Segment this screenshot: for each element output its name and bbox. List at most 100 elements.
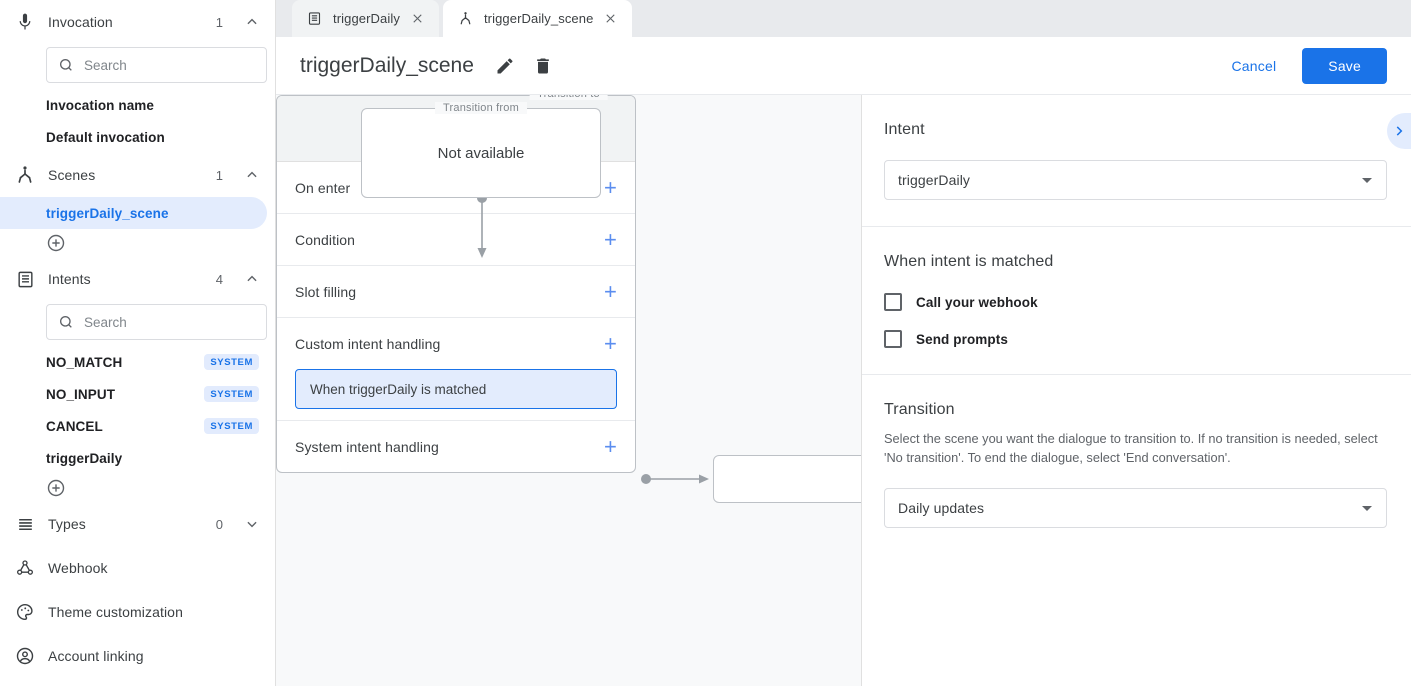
transition-target-node[interactable]: Tr Dail [713, 455, 861, 503]
checkbox-icon[interactable] [884, 330, 902, 348]
chevron-down-icon[interactable] [245, 517, 259, 531]
sidebar-item-theme-customization[interactable]: Theme customization [0, 590, 275, 634]
scene-row-header: System intent handling + [295, 421, 617, 472]
add-custom-intent-icon[interactable]: + [604, 330, 617, 356]
chevron-right-icon[interactable] [1387, 113, 1411, 149]
sidebar-section-count: 4 [215, 271, 223, 287]
add-on-enter-icon[interactable]: + [604, 174, 617, 200]
sidebar-section-intents[interactable]: Intents 4 [0, 257, 275, 301]
transition-from-text: Not available [437, 144, 525, 162]
call-your-webhook-checkbox-row[interactable]: Call your webhook [884, 293, 1387, 311]
intents-search-wrap [0, 301, 275, 346]
scene-row-on-enter: On enter + [277, 162, 635, 214]
sidebar-item-cancel[interactable]: CANCEL SYSTEM [0, 410, 275, 442]
transition-block: Transition Select the scene you want the… [862, 375, 1411, 554]
when-intent-matched-block: When intent is matched Call your webhook… [862, 227, 1411, 375]
sidebar-section-label: Intents [48, 271, 91, 287]
status-badge: SYSTEM [204, 386, 259, 402]
status-badge: SYSTEM [204, 354, 259, 370]
invocation-search-input[interactable] [84, 57, 255, 73]
save-button[interactable]: Save [1302, 47, 1387, 84]
tab-bar: triggerDaily triggerDaily_scene [276, 0, 1411, 37]
add-scene-icon[interactable] [46, 233, 66, 253]
chevron-up-icon[interactable] [245, 15, 259, 29]
sidebar-section-types[interactable]: Types 0 [0, 502, 275, 546]
scene-icon [14, 164, 36, 186]
scene-row-label: Slot filling [295, 283, 357, 300]
sidebar-item-default-invocation[interactable]: Default invocation [0, 121, 275, 153]
sidebar-item-triggerdaily-scene[interactable]: triggerDaily_scene [0, 197, 267, 229]
sidebar-item-triggerdaily[interactable]: triggerDaily [0, 442, 275, 474]
transition-target-text: Dail [714, 456, 861, 502]
scene-row-header: Condition + [295, 214, 617, 265]
transition-select-value: Daily updates [898, 500, 985, 517]
scene-row-system-intent-handling: System intent handling + [277, 421, 635, 472]
intent-handler-chip[interactable]: When triggerDaily is matched [295, 369, 617, 409]
intent-tab-icon [307, 11, 323, 27]
sidebar-item-no-match[interactable]: NO_MATCH SYSTEM [0, 346, 275, 378]
scene-row-custom-intent-handling: Custom intent handling + When triggerDai… [277, 318, 635, 421]
close-icon[interactable] [603, 11, 618, 26]
scene-row-label: On enter [295, 179, 351, 196]
scene-row-condition: Condition + [277, 214, 635, 266]
chevron-up-icon[interactable] [245, 168, 259, 182]
webhook-icon [14, 557, 36, 579]
sidebar-section-label: Types [48, 516, 86, 532]
add-intent-icon[interactable] [46, 478, 66, 498]
intent-select-value: triggerDaily [898, 172, 970, 188]
trash-icon[interactable] [533, 56, 553, 76]
scene-row-header: Custom intent handling + [295, 318, 617, 369]
when-intent-matched-heading: When intent is matched [884, 253, 1054, 270]
sidebar-item-label: Default invocation [46, 129, 165, 145]
invocation-search-box[interactable] [46, 47, 267, 83]
intent-block: Intent triggerDaily [862, 95, 1411, 227]
sidebar-section-label: Invocation [48, 14, 113, 30]
scene-graph-canvas[interactable]: Transition from Not available Transition… [276, 95, 862, 686]
chevron-up-icon[interactable] [245, 272, 259, 286]
transition-select[interactable]: Daily updates [884, 488, 1387, 529]
cancel-button[interactable]: Cancel [1222, 50, 1287, 82]
invocation-search-wrap [0, 44, 275, 89]
add-condition-icon[interactable]: + [604, 226, 617, 252]
close-icon[interactable] [410, 11, 425, 26]
page-title: triggerDaily_scene [300, 53, 474, 77]
sidebar-item-webhook[interactable]: Webhook [0, 546, 275, 590]
intents-search-box[interactable] [46, 304, 267, 340]
account-circle-icon [14, 645, 36, 667]
send-prompts-checkbox-row[interactable]: Send prompts [884, 330, 1387, 348]
content-body: Transition from Not available Transition… [276, 95, 1411, 686]
sidebar-section-count: 1 [215, 14, 223, 30]
scene-row-header: On enter + [295, 162, 617, 213]
sidebar-item-label: Webhook [48, 560, 108, 576]
status-badge: SYSTEM [204, 418, 259, 434]
transition-from-node[interactable]: Transition from Not available [361, 102, 601, 198]
intent-select[interactable]: triggerDaily [884, 160, 1387, 200]
sidebar-item-no-input[interactable]: NO_INPUT SYSTEM [0, 378, 275, 410]
sidebar-section-count: 1 [215, 167, 223, 183]
sidebar-item-label: Theme customization [48, 604, 183, 620]
search-icon [58, 57, 74, 73]
sidebar-section-invocation[interactable]: Invocation 1 [0, 0, 275, 44]
intents-icon [14, 268, 36, 290]
sidebar-item-invocation-name[interactable]: Invocation name [0, 89, 275, 121]
call-your-webhook-label: Call your webhook [916, 294, 1038, 310]
tab-label: triggerDaily [333, 11, 400, 26]
sidebar-item-label: triggerDaily_scene [46, 205, 169, 221]
pencil-icon[interactable] [495, 56, 515, 76]
tab-label: triggerDaily_scene [483, 11, 594, 26]
sidebar-item-label: CANCEL [46, 418, 103, 434]
add-slot-filling-icon[interactable]: + [604, 278, 617, 304]
intents-search-input[interactable] [84, 314, 255, 330]
add-system-intent-icon[interactable]: + [604, 433, 617, 459]
chevron-down-icon [1362, 505, 1372, 511]
list-icon [14, 513, 36, 535]
send-prompts-label: Send prompts [916, 331, 1008, 347]
tab-triggerdaily-scene[interactable]: triggerDaily_scene [442, 0, 633, 37]
sidebar-item-account-linking[interactable]: Account linking [0, 634, 275, 678]
sidebar-section-scenes[interactable]: Scenes 1 [0, 153, 275, 197]
checkbox-icon[interactable] [884, 293, 902, 311]
sidebar-item-backend-services[interactable]: Backend services [0, 678, 275, 686]
tab-triggerdaily[interactable]: triggerDaily [292, 0, 439, 37]
left-sidebar: Invocation 1 Invocation name Default inv… [0, 0, 276, 686]
